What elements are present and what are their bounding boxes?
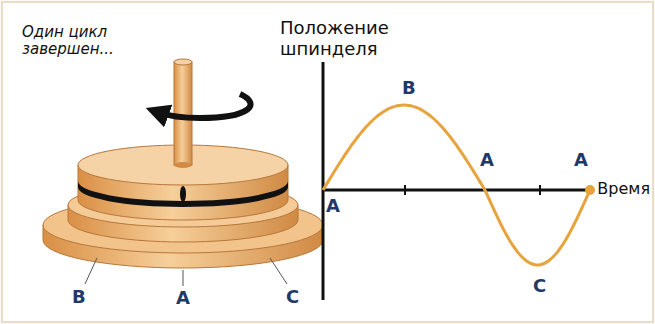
position-letter: C bbox=[286, 287, 299, 308]
position-letter: A bbox=[480, 150, 494, 171]
axis-label: Время bbox=[597, 180, 650, 198]
caption-note: Один цикл завершен... bbox=[22, 24, 132, 59]
spindle-assembly bbox=[43, 59, 323, 286]
wave-plot bbox=[323, 62, 595, 300]
position-letter: B bbox=[72, 287, 86, 308]
position-letter: A bbox=[574, 150, 588, 171]
axis-title: Положение шпинделя bbox=[280, 18, 420, 59]
position-letter: A bbox=[326, 196, 340, 217]
position-letter: B bbox=[402, 78, 416, 99]
position-letter: C bbox=[533, 276, 546, 297]
position-letter: A bbox=[176, 288, 190, 309]
